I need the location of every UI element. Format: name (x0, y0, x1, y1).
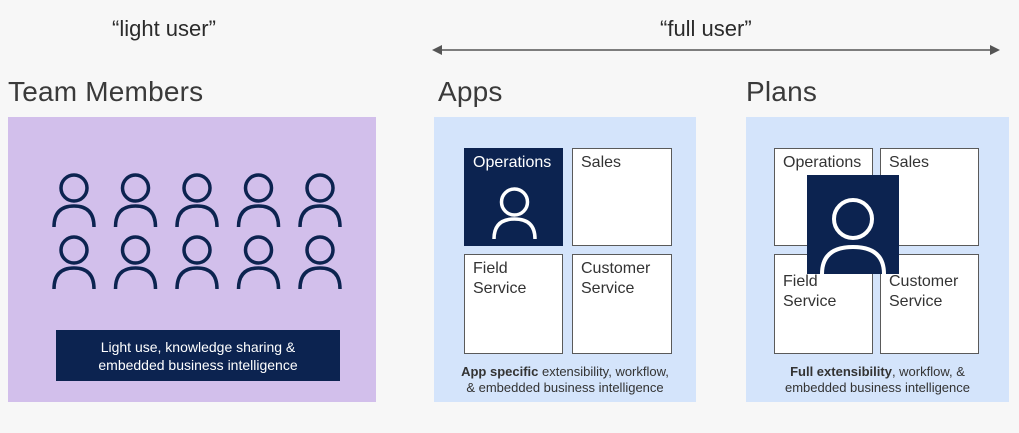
tile-label: Field Service (473, 260, 527, 297)
apps-caption-rest: extensibility, workflow, (538, 364, 669, 379)
person-icon (113, 173, 158, 228)
plans-title: Plans (746, 76, 818, 107)
plans-caption-rest: , workflow, & (891, 364, 965, 379)
arrow-right-head (990, 45, 1000, 55)
team-members-title: Team Members (8, 76, 204, 107)
team-members-panel: Light use, knowledge sharing & embedded … (8, 117, 376, 402)
full-user-label: “full user” (660, 16, 752, 41)
person-icon (298, 173, 342, 228)
person-icon (175, 173, 219, 228)
arrow-left-head (432, 45, 442, 55)
plans-caption-bold: Full extensibility (790, 364, 892, 379)
person-icon (492, 187, 537, 240)
apps-caption-bold: App specific (461, 364, 539, 379)
tile-label: Operations (783, 154, 862, 171)
plans-caption: Full extensibility, workflow, & embedded… (746, 364, 1009, 396)
person-icon (52, 235, 96, 290)
apps-title: Apps (438, 76, 503, 107)
team-members-banner: Light use, knowledge sharing & embedded … (56, 330, 340, 381)
tile-label: Sales (889, 154, 930, 171)
plans-panel: Operations Sales Field Service Customer … (746, 117, 1009, 402)
apps-tile-field-service: Field Service (464, 254, 563, 354)
tile-label: Sales (581, 154, 622, 171)
person-icon (298, 235, 342, 290)
apps-caption-line2: & embedded business intelligence (466, 380, 664, 395)
apps-tile-sales: Sales (572, 148, 672, 246)
person-icon (236, 173, 281, 228)
person-icon (175, 235, 219, 290)
apps-panel: Operations Sales Field Service Customer … (434, 117, 696, 402)
plans-center-block (807, 175, 899, 275)
apps-tile-customer-service: Customer Service (572, 254, 672, 354)
apps-tile-operations: Operations (464, 148, 563, 246)
light-user-label: “light user” (112, 16, 216, 41)
person-icon (236, 235, 281, 290)
tile-label: Customer Service (889, 273, 959, 310)
people-grid (52, 173, 342, 290)
apps-caption: App specific extensibility, workflow, & … (434, 364, 696, 396)
tile-label: Customer Service (581, 260, 651, 297)
person-icon (113, 235, 158, 290)
tile-label: Operations (473, 154, 552, 171)
plans-caption-line2: embedded business intelligence (784, 380, 970, 395)
person-icon (52, 173, 96, 228)
tile-label: Field Service (783, 273, 837, 310)
person-icon (820, 198, 886, 275)
